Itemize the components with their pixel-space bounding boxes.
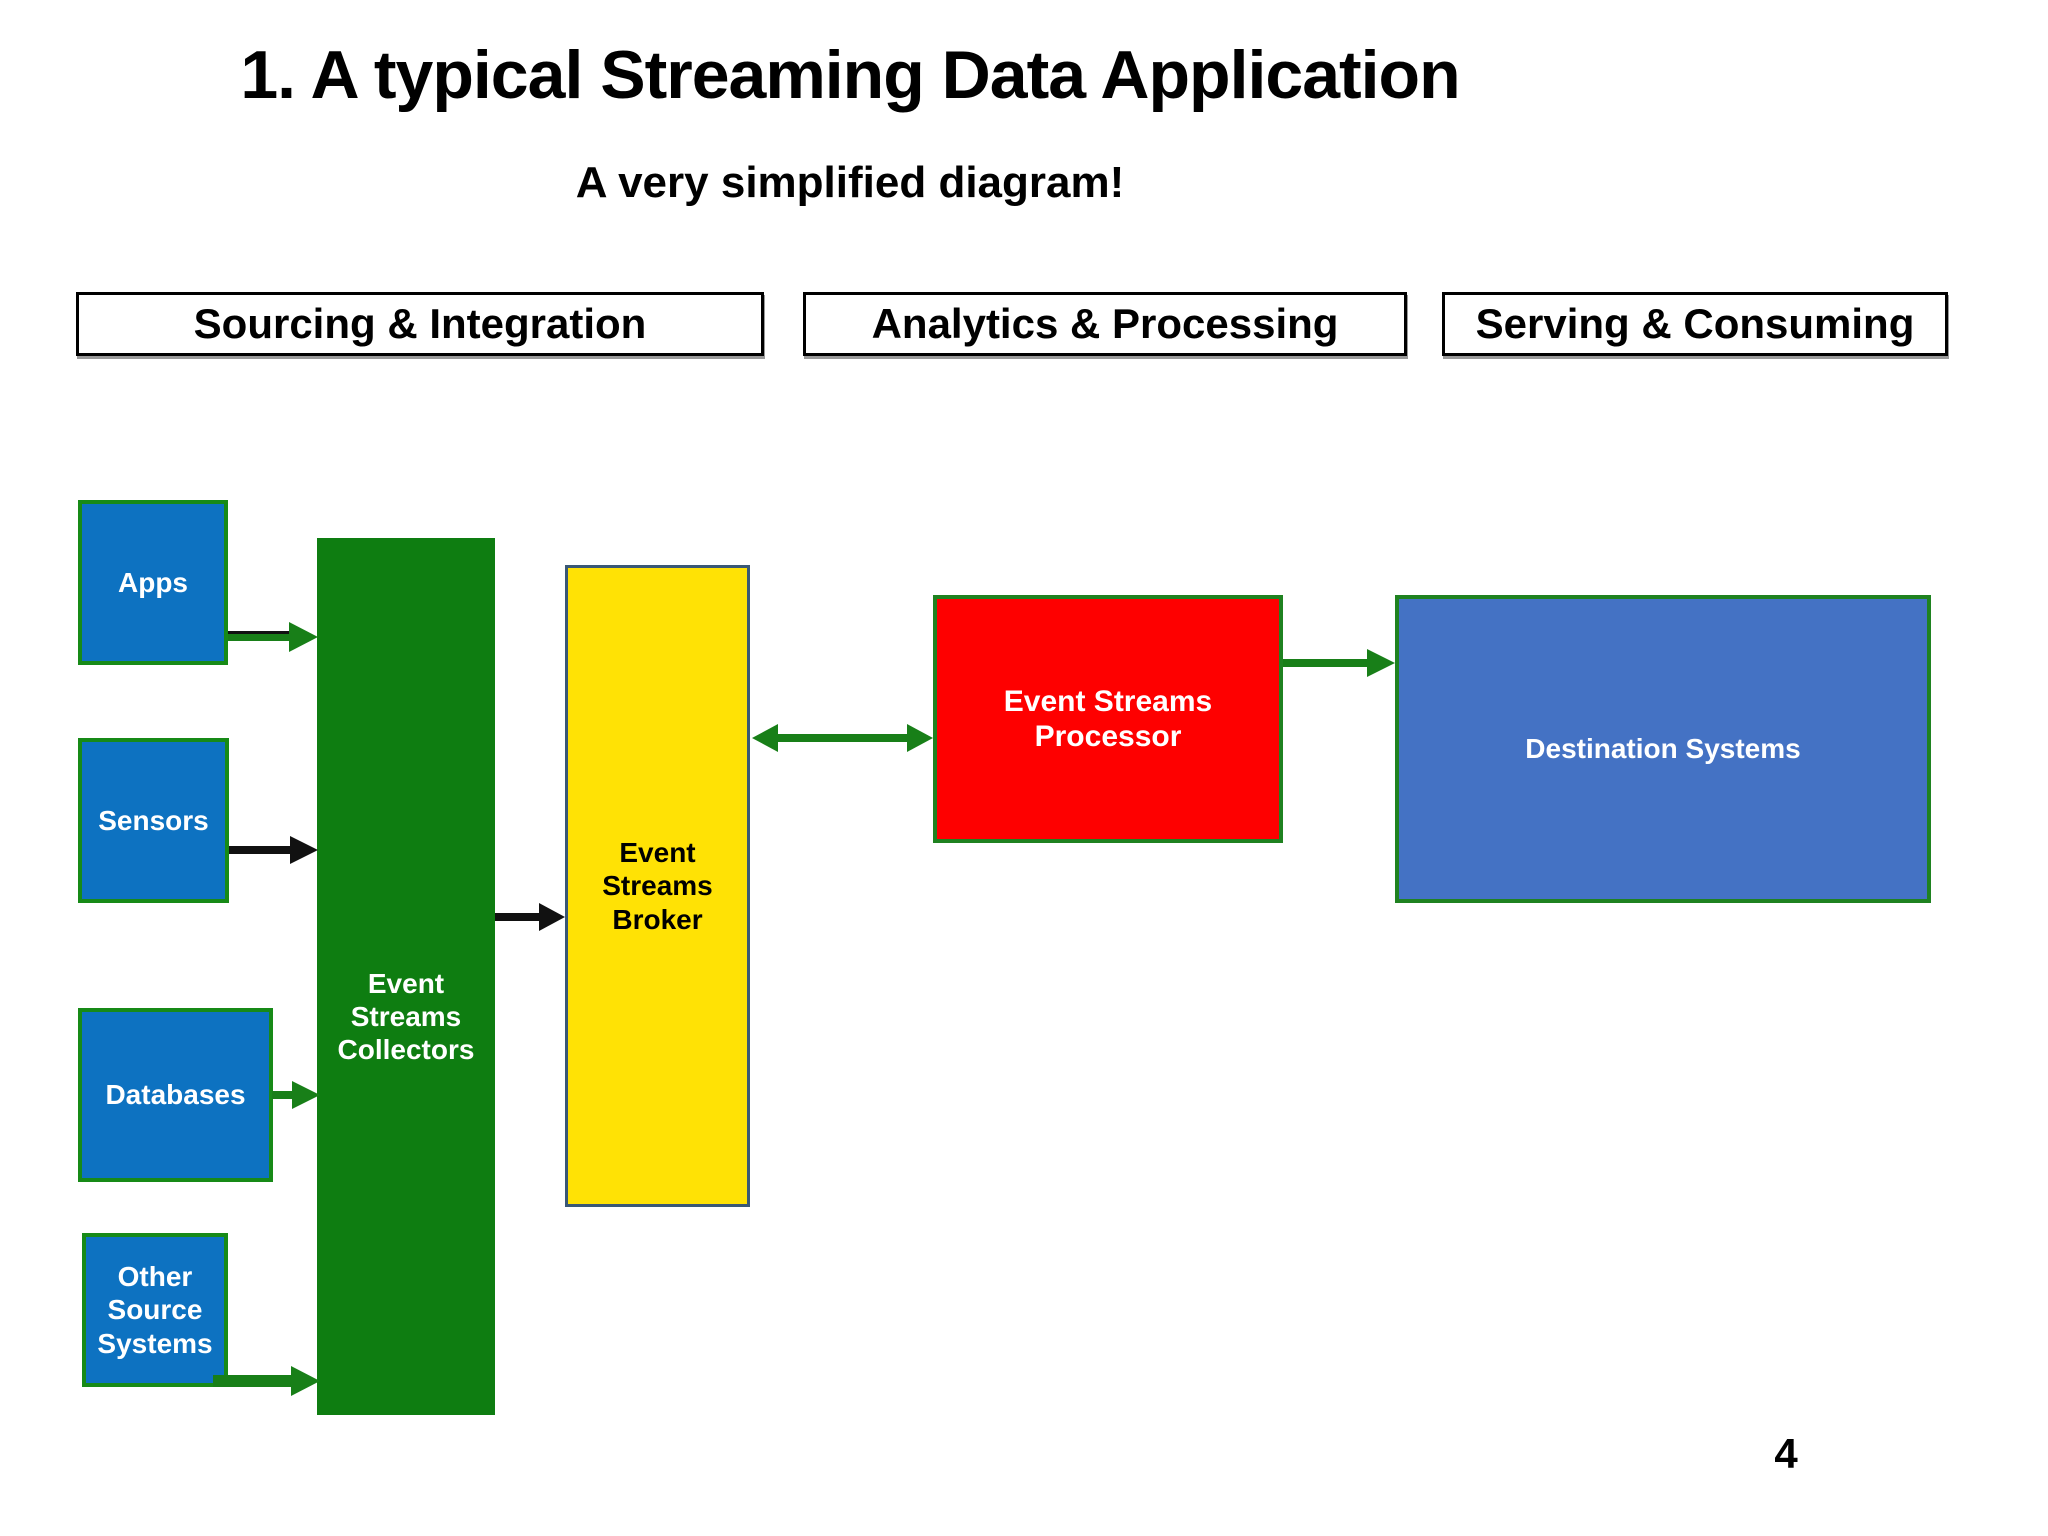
arrow-shaft [213, 1375, 293, 1387]
node-event-streams-processor-label: Event Streams Processor [1003, 684, 1213, 753]
node-apps-label: Apps [118, 566, 188, 598]
lane-header-label: Sourcing & Integration [193, 300, 647, 347]
lane-header-serving-consuming: Serving & Consuming [1442, 292, 1948, 356]
node-event-streams-broker-label: Event Streams Broker [602, 837, 713, 935]
arrow-head-right-icon [907, 724, 933, 752]
arrow-head-icon [291, 1366, 320, 1396]
arrow-shaft [495, 913, 541, 921]
node-other-source-systems: Other Source Systems [82, 1233, 228, 1387]
page-number: 4 [1774, 1430, 1798, 1477]
node-sensors-label: Sensors [98, 804, 209, 836]
arrow-other-sources-to-collectors [213, 1366, 320, 1396]
arrow-broker-processor-bidirectional [752, 724, 933, 752]
arrow-apps-to-collectors [228, 622, 318, 652]
node-destination-systems-label: Destination Systems [1525, 733, 1801, 765]
arrow-head-icon [1367, 649, 1395, 677]
arrow-processor-to-destinations [1283, 649, 1395, 677]
arrow-shaft [272, 1091, 294, 1099]
lane-header-analytics-processing: Analytics & Processing [803, 292, 1407, 356]
arrow-shaft [776, 734, 909, 742]
page-title: 1. A typical Streaming Data Application [240, 37, 1460, 113]
lane-header-sourcing-integration: Sourcing & Integration [76, 292, 764, 356]
node-event-streams-processor: Event Streams Processor [933, 595, 1283, 843]
lane-header-label: Serving & Consuming [1475, 300, 1915, 347]
page-subtitle: A very simplified diagram! [575, 158, 1125, 207]
node-databases: Databases [78, 1008, 273, 1182]
node-sensors: Sensors [78, 738, 229, 903]
node-event-streams-collectors-label: Event Streams Collectors [337, 967, 475, 1066]
node-event-streams-broker: Event Streams Broker [565, 565, 750, 1207]
arrow-sensors-to-collectors [229, 836, 318, 864]
arrow-head-icon [289, 622, 318, 652]
arrow-head-icon [290, 836, 318, 864]
arrow-collectors-to-broker [495, 903, 565, 931]
lane-header-label: Analytics & Processing [871, 300, 1339, 347]
arrow-shaft [229, 846, 292, 854]
node-destination-systems: Destination Systems [1395, 595, 1931, 903]
arrow-shaft [228, 633, 292, 641]
arrow-head-icon [292, 1081, 320, 1109]
node-event-streams-collectors: Event Streams Collectors [317, 538, 495, 1415]
arrow-head-icon [539, 903, 565, 931]
node-other-source-systems-label: Other Source Systems [97, 1261, 213, 1359]
arrow-shaft [1283, 659, 1369, 667]
arrow-databases-to-collectors [272, 1081, 320, 1109]
arrow-head-left-icon [752, 724, 778, 752]
node-apps: Apps [78, 500, 228, 665]
arrow-black-line [228, 631, 296, 634]
node-databases-label: Databases [105, 1079, 246, 1111]
